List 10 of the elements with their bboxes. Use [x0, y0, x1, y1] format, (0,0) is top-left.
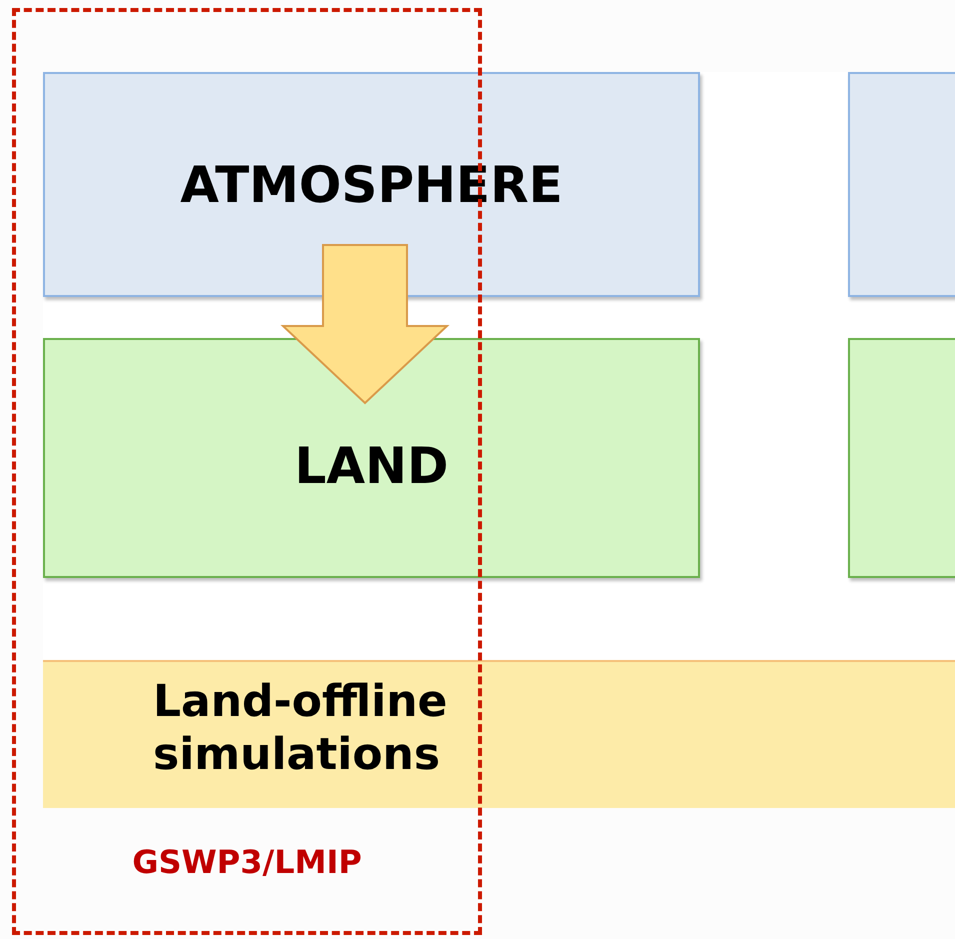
- box-label: Land-offline simulations: [153, 676, 448, 782]
- atmosphere-box: [848, 72, 955, 297]
- region-label: GSWP3/LMIP: [132, 843, 362, 881]
- box-label: LAND: [294, 436, 448, 496]
- land-box: [848, 338, 955, 578]
- box-label: ATMOSPHERE: [180, 154, 563, 214]
- land-box: [43, 338, 700, 578]
- block-arrow: [280, 244, 450, 404]
- atmosphere-box: [43, 72, 700, 297]
- simulation-band: [43, 660, 955, 808]
